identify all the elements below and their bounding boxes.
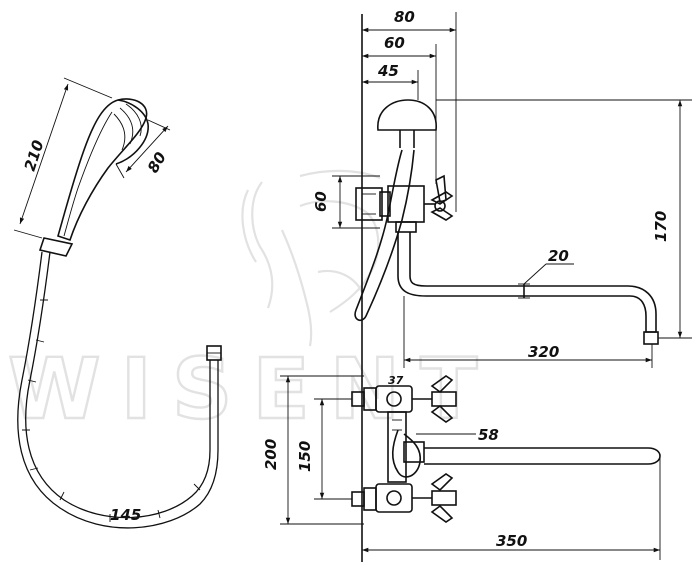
dim-37-label: 37: [388, 374, 404, 387]
hose-nut: [206, 345, 222, 361]
dim-58-label: 58: [478, 426, 499, 444]
dim-145-label: 145: [110, 506, 141, 524]
dim-20-label: 20: [548, 247, 569, 265]
dim-210-label: 210: [21, 138, 48, 173]
shower-handle-inner-line: [63, 111, 113, 237]
dim-80-head-label: 80: [144, 149, 170, 176]
dim-pipe-20: 20: [523, 247, 574, 285]
front-spout: [424, 447, 661, 465]
dim-150-label: 150: [296, 441, 314, 472]
dim-45-top-label: 45: [377, 62, 399, 80]
dim-offset-58: 58: [416, 426, 499, 444]
dim-350-label: 350: [496, 532, 527, 550]
shower-hose: [17, 251, 222, 529]
dim-side-60: 60: [312, 175, 380, 229]
dim-60-side-label: 60: [312, 191, 330, 212]
dim-200-label: 200: [262, 439, 280, 470]
dim-top-45: 45: [362, 62, 419, 100]
dim-top-60: 60: [362, 34, 437, 184]
front-upper-handle-icon: [430, 375, 457, 423]
dim-spout-320: 320: [403, 296, 653, 368]
front-lower-handle-icon: [430, 473, 457, 523]
brand-watermark: WISENT: [7, 169, 497, 439]
dim-320-label: 320: [528, 343, 559, 361]
diverter-knob: [377, 99, 437, 131]
bison-logo-icon: [241, 169, 381, 347]
dim-60-top-label: 60: [384, 34, 405, 52]
dim-80-top-label: 80: [394, 8, 415, 26]
dim-handshower-length: 210: [13, 77, 113, 239]
dim-height-170: 170: [436, 99, 692, 339]
cross-handle-icon: [424, 174, 454, 221]
dim-centers-150: 150: [296, 398, 352, 500]
side-spout: [397, 232, 657, 333]
dim-spout-350: 350: [362, 456, 661, 560]
dim-top-80: 80: [362, 8, 457, 212]
front-lower-valve: [375, 483, 413, 513]
side-hose-handle: [354, 149, 415, 322]
dim-height-200: 200: [262, 375, 364, 525]
dim-170-label: 170: [652, 211, 670, 242]
shower-handle-outline: [57, 98, 148, 242]
side-view-mixer: [354, 99, 659, 345]
shower-connector: [38, 237, 74, 257]
front-view-mixer: [351, 375, 661, 523]
watermark-text: WISENT: [8, 340, 497, 438]
hand-shower: [38, 98, 149, 257]
